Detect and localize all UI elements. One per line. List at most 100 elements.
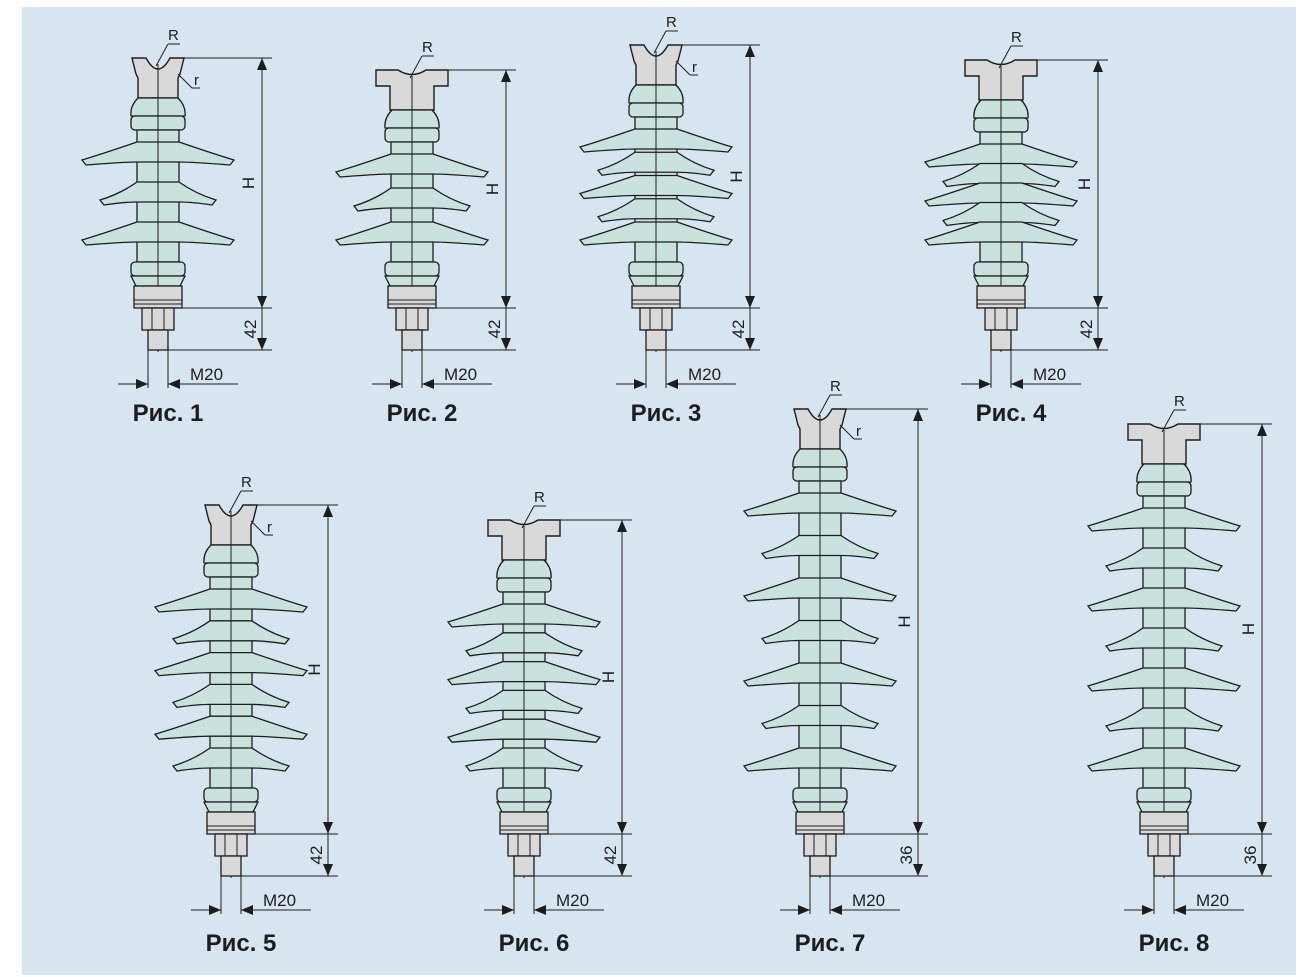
radius-leader <box>675 60 691 76</box>
arrowhead <box>502 905 514 915</box>
bottom-length-label: 42 <box>307 846 326 865</box>
figure-caption: Рис. 2 <box>387 400 458 427</box>
radius-leader <box>177 73 193 89</box>
thread-label: M20 <box>444 365 477 384</box>
arrowhead <box>1257 424 1267 436</box>
arrowhead <box>913 409 923 421</box>
height-label: H <box>239 177 258 189</box>
arrowhead <box>617 864 627 876</box>
height-label: H <box>483 183 502 195</box>
base-fitting <box>206 811 256 835</box>
arrowhead <box>323 822 333 834</box>
height-label: H <box>305 663 324 675</box>
figure-caption: Рис. 6 <box>499 930 570 957</box>
hex-nut <box>1147 833 1181 857</box>
arrowhead <box>745 296 755 308</box>
arrowhead <box>979 379 991 389</box>
arrowhead <box>634 379 646 389</box>
height-label: H <box>1075 178 1094 190</box>
arrowhead <box>830 905 842 915</box>
thread-label: M20 <box>1196 891 1229 910</box>
arrowhead <box>390 379 402 389</box>
thread-label: M20 <box>190 365 223 384</box>
arrowhead <box>534 905 546 915</box>
bottom-length-label: 42 <box>1077 320 1096 339</box>
threaded-stud <box>809 855 831 877</box>
base-fitting <box>133 285 183 309</box>
arrowhead <box>666 379 678 389</box>
arrowhead <box>501 70 511 82</box>
radius-leader <box>839 424 855 440</box>
arrowhead <box>1257 864 1267 876</box>
arrowhead <box>323 864 333 876</box>
hex-nut <box>507 833 541 857</box>
arrowhead <box>617 520 627 532</box>
arrowhead <box>136 379 148 389</box>
threaded-stud <box>147 329 169 351</box>
height-label: H <box>727 170 746 182</box>
radius-label-R: R <box>1011 29 1022 46</box>
radius-leader <box>1161 409 1175 433</box>
arrowhead <box>241 905 253 915</box>
radius-label-R: R <box>422 39 433 56</box>
arrowhead <box>257 296 267 308</box>
radius-leader <box>228 490 242 514</box>
hex-nut <box>214 833 248 857</box>
thread-label: M20 <box>556 891 589 910</box>
figure-caption: Рис. 8 <box>1139 930 1210 957</box>
arrowhead <box>168 379 180 389</box>
radius-leader <box>521 505 535 529</box>
radius-leader <box>817 394 831 418</box>
radius-label-R: R <box>830 378 841 395</box>
figure-caption: Рис. 4 <box>976 400 1047 427</box>
radius-label-R: R <box>534 489 545 506</box>
bottom-length-label: 36 <box>1241 846 1260 865</box>
arrowhead <box>745 338 755 350</box>
threaded-stud <box>990 329 1012 351</box>
base-fitting <box>795 811 845 835</box>
radius-label-r: r <box>267 519 272 536</box>
height-label: H <box>599 671 618 683</box>
base-fitting <box>1139 811 1189 835</box>
figure-caption: Рис. 1 <box>133 400 204 427</box>
arrowhead <box>257 58 267 70</box>
thread-label: M20 <box>1033 365 1066 384</box>
arrowhead <box>913 822 923 834</box>
hex-nut <box>984 307 1018 331</box>
bottom-length-label: 42 <box>601 846 620 865</box>
bottom-length-label: 42 <box>241 320 260 339</box>
radius-leader <box>250 520 266 536</box>
arrowhead <box>501 296 511 308</box>
arrowhead <box>617 822 627 834</box>
threaded-stud <box>645 329 667 351</box>
threaded-stud <box>513 855 535 877</box>
arrowhead <box>913 864 923 876</box>
arrowhead <box>1093 296 1103 308</box>
radius-leader <box>409 55 423 79</box>
arrowhead <box>1093 338 1103 350</box>
arrowhead <box>1011 379 1023 389</box>
thread-label: M20 <box>852 891 885 910</box>
arrowhead <box>422 379 434 389</box>
hex-nut <box>803 833 837 857</box>
base-fitting <box>387 285 437 309</box>
radius-leader <box>998 45 1012 69</box>
arrowhead <box>209 905 221 915</box>
bottom-length-label: 42 <box>485 320 504 339</box>
hex-nut <box>141 307 175 331</box>
arrowhead <box>501 338 511 350</box>
figure-caption: Рис. 7 <box>795 930 866 957</box>
arrowhead <box>745 45 755 57</box>
threaded-stud <box>401 329 423 351</box>
radius-leader <box>653 30 667 54</box>
arrowhead <box>798 905 810 915</box>
radius-label-R: R <box>168 27 179 44</box>
figure-caption: Рис. 3 <box>631 400 702 427</box>
bottom-length-label: 42 <box>729 320 748 339</box>
